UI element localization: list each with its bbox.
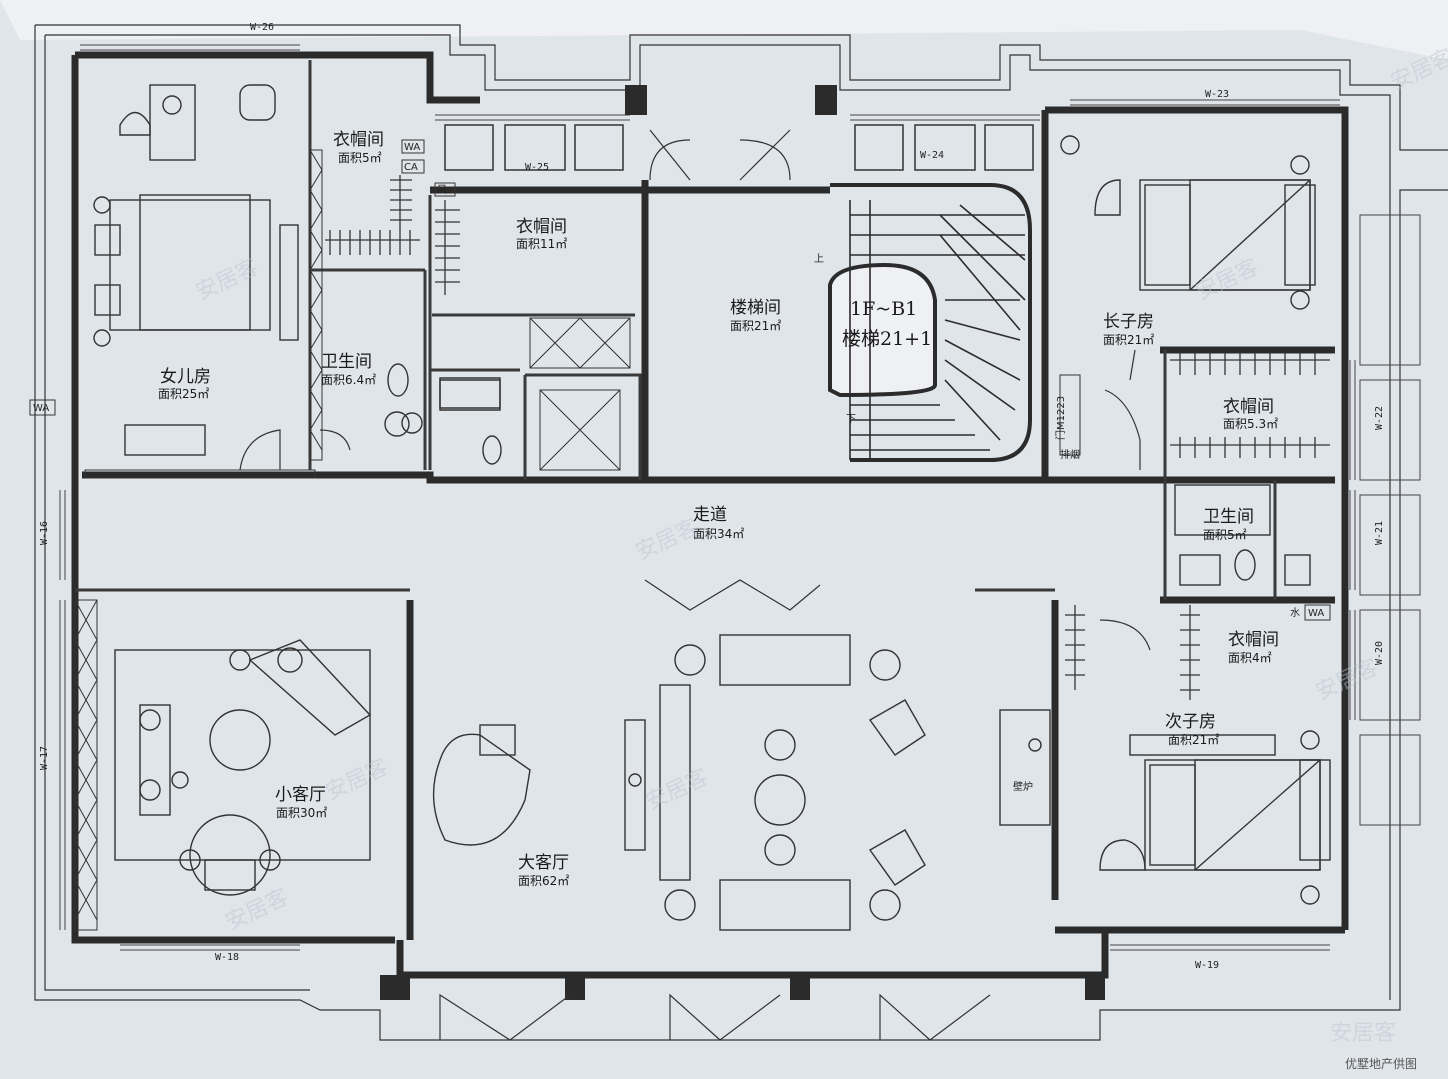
room-name-second: 次子房 [1165, 712, 1216, 732]
water-label: 水 [1290, 607, 1300, 619]
fireplace-label: 壁炉 [1013, 780, 1033, 793]
bath-fixtures [384, 363, 1311, 586]
room-area-closet-a: 面积5㎡ [338, 151, 382, 165]
room-name-closet-c: 衣帽间 [1223, 397, 1274, 417]
room-area-corridor: 面积34㎡ [693, 527, 744, 541]
outer-perimeter [34, 24, 1448, 1041]
room-name-closet-b: 衣帽间 [516, 217, 567, 237]
paper-fold [0, 0, 1448, 60]
window-lines [59, 44, 1356, 951]
window-w24: W-24 [920, 150, 944, 161]
window-w21: W-21 [1374, 521, 1385, 545]
room-area-closet-c: 面积5.3㎡ [1223, 417, 1278, 431]
room-name-daughter: 女儿房 [160, 367, 211, 387]
room-name-small-living: 小客厅 [275, 785, 326, 805]
label-boxes [29, 139, 1331, 621]
window-w25: W-25 [525, 162, 549, 173]
bay-boxes [1359, 214, 1421, 826]
room-area-bath-b: 面积5㎡ [1203, 528, 1247, 542]
daughter-room-furniture [93, 84, 501, 456]
door-code-label: 门M1223 [1054, 396, 1067, 440]
living-furniture [114, 634, 926, 931]
window-w18: W-18 [215, 952, 239, 963]
closet-rails [325, 175, 1330, 700]
window-w19: W-19 [1195, 960, 1219, 971]
room-area-big-living: 面积62㎡ [518, 874, 569, 888]
room-area-daughter: 面积25㎡ [158, 387, 209, 401]
room-name-corridor: 走道 [693, 505, 727, 525]
stair-up-label: 上 [814, 253, 824, 265]
image-credit: 优墅地产供图 [1345, 1057, 1417, 1071]
stair-case [828, 183, 1032, 462]
room-name-bath-b: 卫生间 [1203, 507, 1254, 527]
bedroom-furniture [999, 135, 1331, 905]
wa-label-1: WA [404, 142, 420, 153]
window-w17: W-17 [39, 746, 50, 770]
room-name-eldest: 长子房 [1103, 312, 1154, 332]
stair-labels: 1F~B1 楼梯21+1 上 下 [814, 253, 932, 425]
room-area-small-living: 面积30㎡ [276, 806, 327, 820]
room-name-big-living: 大客厅 [518, 853, 569, 873]
thick-walls [71, 51, 1349, 979]
room-area-closet-b: 面积11㎡ [516, 237, 567, 251]
misc-labels: 壁炉 排烟 门M1223 风 WA CA WA WA 水 [33, 142, 1324, 793]
stair-floor-range: 1F~B1 [850, 298, 917, 320]
room-name-closet-a: 衣帽间 [333, 130, 384, 150]
window-w26: W-26 [250, 22, 274, 33]
wa-label-2: WA [33, 403, 49, 414]
room-name-bath-a: 卫生间 [321, 352, 372, 372]
stair-down-label: 下 [846, 414, 856, 425]
smoke-label: 排烟 [1060, 448, 1080, 461]
window-w20: W-20 [1374, 641, 1385, 665]
stair-step-count: 楼梯21+1 [842, 328, 932, 350]
ca-label: CA [404, 162, 418, 173]
room-area-bath-a: 面积6.4㎡ [321, 373, 376, 387]
window-labels: W-26 W-25 W-24 W-23 W-22 W-21 W-20 W-19 … [39, 22, 1385, 971]
hatched-panels [74, 149, 631, 931]
doors [239, 129, 1151, 1041]
wa-label-3: WA [1308, 608, 1324, 619]
window-w16: W-16 [39, 521, 50, 545]
room-name-closet-d: 衣帽间 [1228, 630, 1279, 650]
room-area-closet-d: 面积4㎡ [1228, 651, 1272, 665]
window-w23: W-23 [1205, 89, 1229, 100]
wind-label: 风 [437, 184, 447, 196]
cabinet-boxes [444, 124, 1034, 171]
room-area-eldest: 面积21㎡ [1103, 333, 1154, 347]
room-labels: 女儿房 面积25㎡ 衣帽间 面积5㎡ 衣帽间 面积11㎡ 卫生间 面积6.4㎡ … [158, 130, 1279, 888]
room-name-stairwell: 楼梯间 [730, 298, 781, 318]
room-area-stairwell: 面积21㎡ [730, 319, 781, 333]
room-area-second: 面积21㎡ [1168, 733, 1219, 747]
window-w22: W-22 [1374, 406, 1385, 430]
watermark-8: 安居客 [1330, 1021, 1396, 1046]
columns [380, 85, 1105, 1000]
